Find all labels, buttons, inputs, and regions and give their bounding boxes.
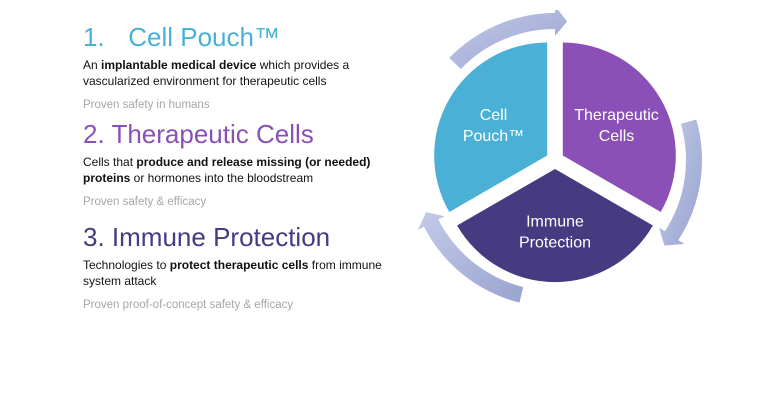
cycle-segment [457, 169, 653, 283]
item-description-part: or hormones into the bloodstream [130, 171, 314, 185]
cycle-arrow [449, 10, 568, 69]
item-note: Proven safety & efficacy [83, 196, 207, 208]
cycle-arrow [417, 212, 524, 303]
item-title-text: Therapeutic Cells [111, 119, 314, 149]
item-description-part: which provides a vascularized environmen… [83, 58, 350, 88]
item-immune-protection: 3. Immune Protection Technologies to pro… [83, 222, 413, 313]
item-description-part: protect therapeutic cells [169, 258, 309, 272]
cycle-segment-label: Immune [526, 214, 584, 231]
cycle-segment [562, 42, 676, 212]
cycle-segment-label: Cells [599, 128, 635, 145]
item-description-part: Cells that [83, 155, 137, 169]
cycle-segment-label: Cell [480, 107, 508, 124]
cycle-segments [434, 42, 676, 283]
cycle-arrow [659, 119, 703, 246]
item-note: Proven proof-of-concept safety & efficac… [83, 299, 294, 311]
item-description-part: An [83, 58, 102, 72]
cycle-arrows [417, 10, 703, 303]
item-note: Proven safety in humans [83, 99, 210, 111]
cycle-segment-label: Protection [519, 235, 591, 252]
item-description-part: Technologies to [83, 258, 170, 272]
item-title: 2. Therapeutic Cells [83, 119, 413, 149]
item-description-part: produce and release missing (or needed) … [83, 155, 371, 185]
item-title: 3. Immune Protection [83, 222, 413, 252]
item-description-part: implantable medical device [101, 58, 257, 72]
item-title-text: Cell Pouch™ [128, 22, 280, 52]
item-description: Cells that produce and release missing (… [83, 154, 413, 186]
cycle-segment [434, 42, 548, 213]
item-title-text: Immune Protection [111, 222, 331, 252]
item-number: 1. [83, 22, 105, 52]
item-description: Technologies to protect therapeutic cell… [83, 257, 413, 289]
item-number: 3. [83, 222, 105, 252]
cycle-segment-label: Pouch™ [463, 128, 524, 145]
item-description: An implantable medical device which prov… [83, 57, 413, 89]
item-title: 1. Cell Pouch™ [83, 22, 413, 52]
item-therapeutic-cells: 2. Therapeutic Cells Cells that produce … [83, 119, 413, 210]
item-cell-pouch: 1. Cell Pouch™ An implantable medical de… [83, 22, 413, 113]
item-number: 2. [83, 119, 105, 149]
item-description-part: from immune system attack [83, 258, 382, 288]
cycle-segment-label: Therapeutic [574, 107, 659, 124]
